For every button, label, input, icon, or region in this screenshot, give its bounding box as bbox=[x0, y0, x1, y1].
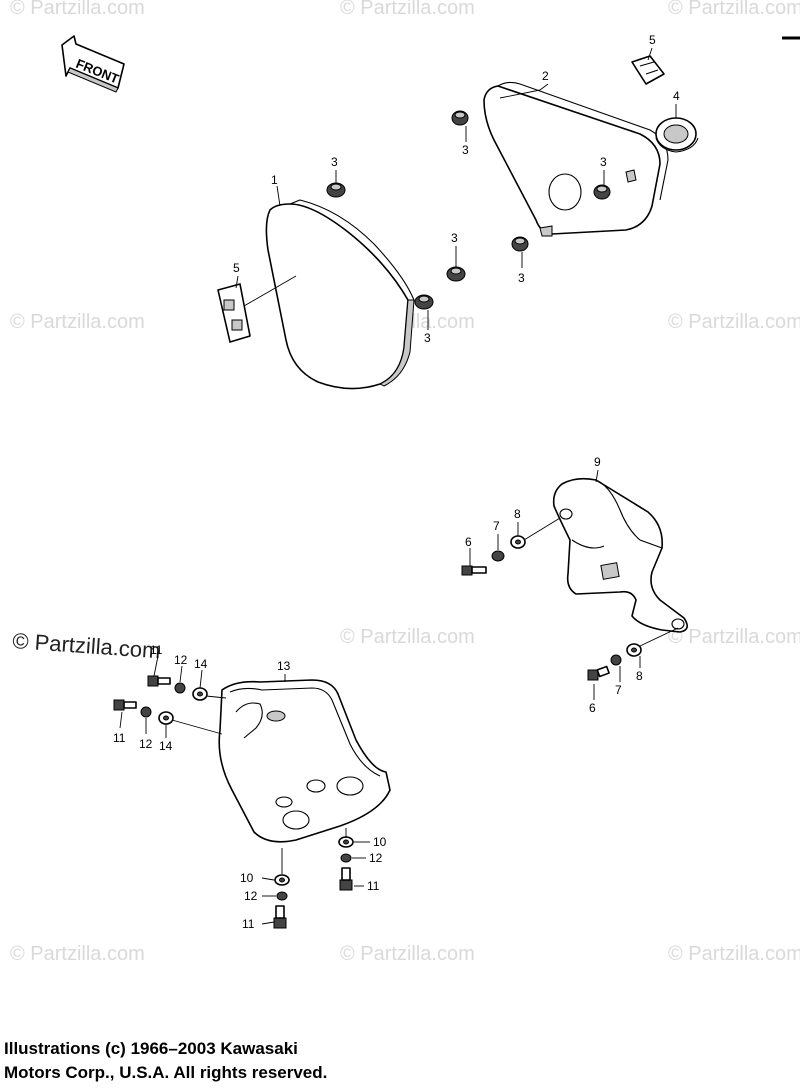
clip-left bbox=[217, 283, 251, 343]
callout-12: 12 bbox=[244, 889, 258, 903]
grommet bbox=[593, 184, 611, 200]
bolt bbox=[113, 699, 137, 711]
leader-lines bbox=[119, 47, 679, 925]
copyright-line-2: Motors Corp., U.S.A. All rights reserved… bbox=[4, 1063, 328, 1082]
watermark: © Partzilla.com bbox=[668, 0, 800, 19]
washer bbox=[192, 687, 208, 701]
callout-13: 13 bbox=[277, 659, 291, 673]
copyright-notice: Illustrations (c) 1966–2003 Kawasaki Mot… bbox=[4, 1037, 327, 1085]
callout-12: 12 bbox=[369, 851, 383, 865]
watermark-dark: © Partzilla.com bbox=[12, 628, 162, 663]
watermark: © Partzilla.com bbox=[340, 0, 475, 19]
grommet bbox=[326, 182, 346, 198]
callout-11: 11 bbox=[113, 731, 126, 745]
callout-6: 6 bbox=[465, 535, 472, 549]
callout-3: 3 bbox=[424, 331, 431, 345]
bracket-cover bbox=[552, 477, 688, 633]
grommet bbox=[451, 110, 469, 126]
watermark: © Partzilla.com bbox=[340, 626, 475, 648]
callout-labels: 1 2 5 4 5 3 3 3 3 3 3 9 6 7 8 6 7 8 13 1… bbox=[113, 33, 680, 931]
callout-11: 11 bbox=[242, 917, 255, 931]
callout-9: 9 bbox=[594, 455, 601, 469]
callout-4: 4 bbox=[673, 89, 680, 103]
side-cover-right bbox=[483, 81, 669, 237]
callout-10: 10 bbox=[240, 871, 254, 885]
lower-cover bbox=[218, 679, 391, 843]
callout-3: 3 bbox=[600, 155, 607, 169]
watermark: © Partzilla.com bbox=[10, 311, 145, 333]
watermark: © Partzilla.com bbox=[340, 943, 475, 965]
watermark: © Partzilla.com bbox=[668, 626, 800, 648]
callout-2: 2 bbox=[542, 69, 549, 83]
callout-8: 8 bbox=[636, 669, 643, 683]
bolt bbox=[147, 675, 171, 687]
lock-washer bbox=[276, 891, 288, 901]
callout-8: 8 bbox=[514, 507, 521, 521]
lock-washer bbox=[340, 853, 352, 863]
callout-6: 6 bbox=[589, 701, 596, 715]
washer bbox=[626, 643, 642, 657]
watermark: © Partzilla.com bbox=[668, 311, 800, 333]
bolt bbox=[273, 905, 287, 929]
grommet bbox=[511, 236, 529, 252]
lock-washer bbox=[491, 550, 505, 562]
callout-3: 3 bbox=[518, 271, 525, 285]
callout-5: 5 bbox=[233, 261, 240, 275]
callout-5: 5 bbox=[649, 33, 656, 47]
watermark: © Partzilla.com bbox=[10, 943, 145, 965]
washer bbox=[158, 711, 174, 725]
front-arrow-icon: FRONT bbox=[61, 35, 125, 93]
callout-12: 12 bbox=[174, 653, 188, 667]
bolt bbox=[461, 565, 487, 576]
callout-11: 11 bbox=[367, 879, 380, 893]
washer bbox=[274, 874, 290, 886]
bolt bbox=[587, 665, 610, 681]
callout-11: 11 bbox=[150, 643, 163, 657]
callout-7: 7 bbox=[615, 683, 622, 697]
callout-1: 1 bbox=[271, 173, 278, 187]
lock-washer bbox=[610, 654, 622, 666]
side-cover-left bbox=[265, 199, 415, 390]
bolt bbox=[339, 867, 353, 891]
ring-grommet bbox=[655, 117, 699, 153]
callout-3: 3 bbox=[331, 155, 338, 169]
callout-3: 3 bbox=[451, 231, 458, 245]
callout-14: 14 bbox=[159, 739, 173, 753]
callout-3: 3 bbox=[462, 143, 469, 157]
washer bbox=[338, 836, 354, 848]
grommet bbox=[414, 294, 434, 310]
watermark: © Partzilla.com bbox=[10, 0, 145, 19]
callout-14: 14 bbox=[194, 657, 208, 671]
lock-washer bbox=[174, 682, 186, 694]
grommet bbox=[446, 266, 466, 282]
callout-12: 12 bbox=[139, 737, 153, 751]
lock-washer bbox=[140, 706, 152, 718]
watermark: © Partzilla.com bbox=[668, 943, 800, 965]
callout-7: 7 bbox=[493, 519, 500, 533]
callout-10: 10 bbox=[373, 835, 387, 849]
washer bbox=[510, 535, 526, 549]
clip-top bbox=[631, 55, 665, 85]
copyright-line-1: Illustrations (c) 1966–2003 Kawasaki bbox=[4, 1039, 298, 1058]
watermark-layer: © Partzilla.com © Partzilla.com © Partzi… bbox=[10, 0, 800, 965]
